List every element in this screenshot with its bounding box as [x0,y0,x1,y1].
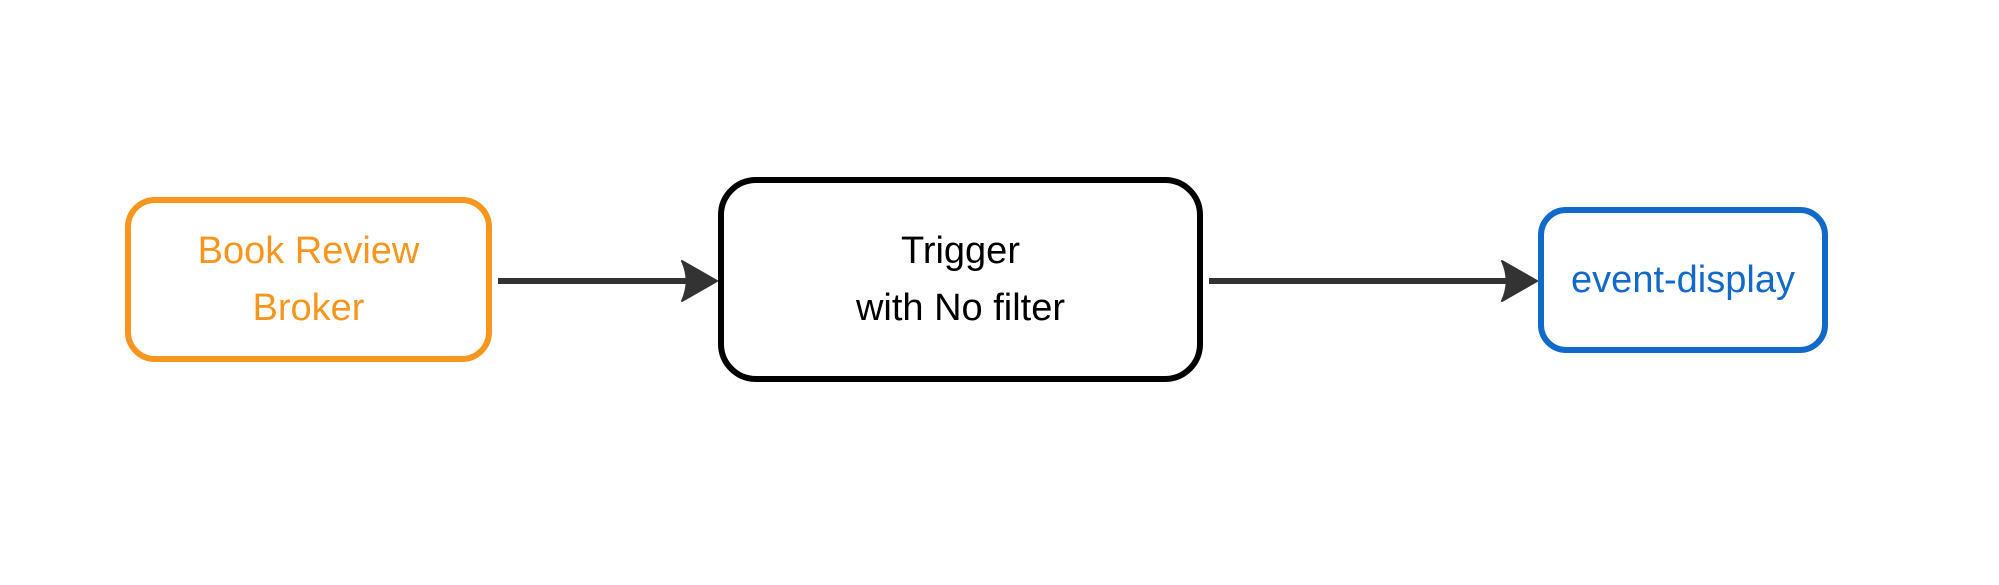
node-event-display: event-display [1538,207,1828,353]
arrow-trigger-to-event-display [1209,260,1538,302]
node-trigger-with-no-filter: Trigger with No filter [718,177,1203,382]
node-book-review-broker: Book Review Broker [125,197,492,362]
arrowhead-right-icon [1501,260,1538,302]
node-trigger-label-line1: Trigger [901,229,1020,272]
node-trigger-label-line2: with No filter [855,286,1066,329]
node-book-review-broker-label-line2: Broker [252,286,365,329]
node-book-review-broker-label-line1: Book Review [197,229,420,272]
arrow-broker-to-trigger [498,260,718,302]
arrowhead-right-icon [681,260,718,302]
node-event-display-label: event-display [1571,258,1795,301]
